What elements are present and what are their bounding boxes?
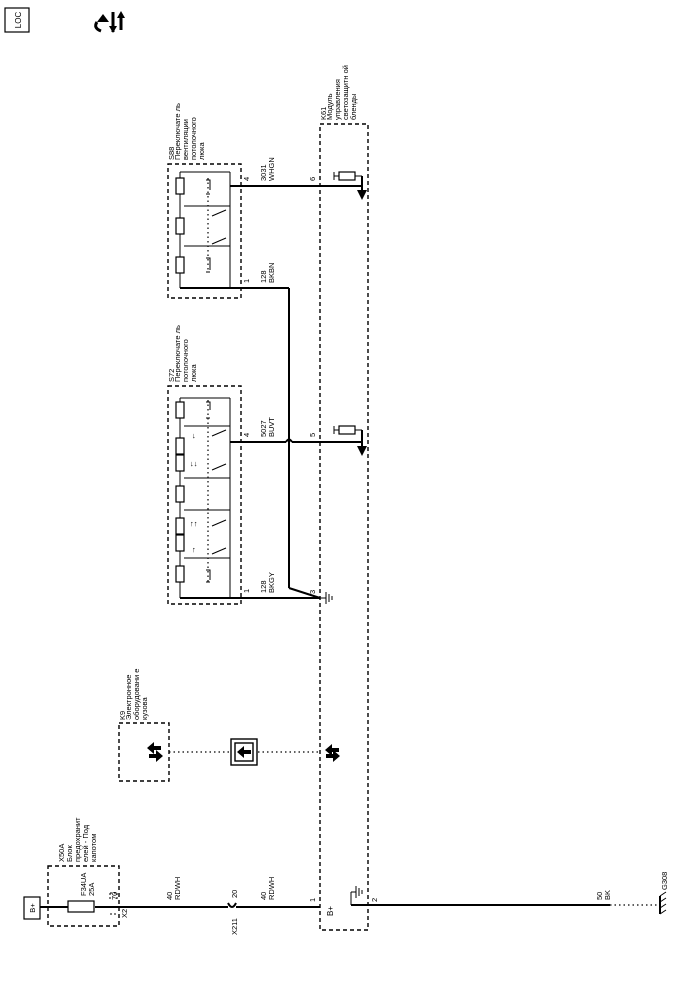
k61-ground-pin2 [350,886,368,906]
wire-label-bk: 50 BK [595,890,612,900]
svg-text:40: 40 [259,892,268,900]
svg-text:↓: ↓ [192,431,196,440]
serial-data-link [169,738,340,766]
x50a-name: Блок предохранит елей - Под капотом [66,817,98,862]
x211-label: X211 [230,918,239,935]
module-s88: S88 Переключате ль вентиляции потолочног… [167,103,251,299]
k61-bplus: B+ [326,906,335,916]
k61-ground-pin3 [320,592,333,604]
wire-s72-pin4 [230,438,362,443]
svg-text:3031: 3031 [259,164,268,181]
data-communication-icon[interactable] [94,11,125,33]
svg-text:BK: BK [603,890,612,900]
svg-text:RDWH: RDWH [173,877,182,900]
svg-text:↓↓: ↓↓ [190,459,198,468]
x2-pin: 70 [110,892,119,900]
module-k9: K9 Электронное оборудовани е кузова [118,668,170,782]
connector-x2: 70 X2 [109,892,129,918]
s72-internal-circuit: ↓ ↓↓ ↑↑ ↑ [175,397,231,598]
svg-text:WHGN: WHGN [267,157,276,181]
wire-label-whgn: 3031 WHGN [259,157,276,181]
loc-icon[interactable]: LOC [4,7,30,33]
k61-pin6: 6 [308,177,317,181]
x211-pin: 20 [230,890,239,898]
s72-id: S72 [167,369,176,382]
k61-pin2: 2 [370,898,379,902]
loc-icon-label: LOC [14,12,23,29]
k9-comm-arrows-icon [147,742,163,762]
wire-s88-pin1 [180,287,321,599]
s72-pin1: 1 [242,589,251,593]
s88-pin1: 1 [242,279,251,283]
g308-label: G308 [660,872,669,890]
k9-id: K9 [118,711,127,720]
svg-text:BKGY: BKGY [267,572,276,593]
s72-name: Переключате ль потолочного люка [174,325,198,382]
k61-name: Модуль управления светозащитн ой бленды [326,64,358,120]
s72-pin4: 4 [242,433,251,437]
svg-text:128: 128 [259,580,268,593]
module-k61: K61 Модуль управления светозащитн ой бле… [308,64,379,931]
wire-label-rdwh-2: 40 RDWH [259,877,276,900]
k61-pin1: 1 [308,898,317,902]
x50a-id: X50A [57,844,66,862]
k61-pin5: 5 [308,433,317,437]
k61-pin3: 3 [308,590,317,594]
bplus-label: B+ [28,903,37,913]
svg-text:RDWH: RDWH [267,877,276,900]
bplus-supply: B+ [23,896,41,920]
module-s72: S72 Переключате ль потолочного люка [167,325,251,605]
k61-comm-arrows-icon [325,744,340,762]
x2-label: X2 [120,909,129,918]
s88-name: Переключате ль вентиляции потолочного лю… [174,103,206,160]
fuse-rating: 25A [87,883,96,896]
wire-label-bkbn: 128 BKBN [259,263,276,283]
svg-text:↑↑: ↑↑ [190,519,198,528]
svg-text:↑: ↑ [192,545,196,554]
svg-text:5027: 5027 [259,420,268,437]
fuse-f34ua [67,900,95,913]
fuse-id: F34UA [79,873,88,896]
ground-g308: G308 [659,872,669,915]
wire-label-rdwh-1: 40 RDWH [165,877,182,900]
svg-text:BKBN: BKBN [267,263,276,283]
svg-text:BUVT: BUVT [267,417,276,437]
k9-name: Электронное оборудовани е кузова [125,668,149,720]
connector-x211: 20 X211 [227,890,239,935]
s88-pin4: 4 [242,177,251,181]
serial-data-icon [237,746,251,758]
k61-input-pin5 [333,425,367,456]
k61-id: K61 [319,107,328,120]
s88-id: S88 [167,147,176,160]
svg-text:40: 40 [165,892,174,900]
wire-label-buvt: 5027 BUVT [259,417,276,437]
s88-internal-circuit [175,171,231,288]
k61-input-pin6 [333,171,367,200]
wire-label-bkgy: 128 BKGY [259,572,276,593]
module-x50a: X50A Блок предохранит елей - Под капотом… [47,817,120,927]
svg-text:128: 128 [259,270,268,283]
svg-text:50: 50 [595,892,604,900]
